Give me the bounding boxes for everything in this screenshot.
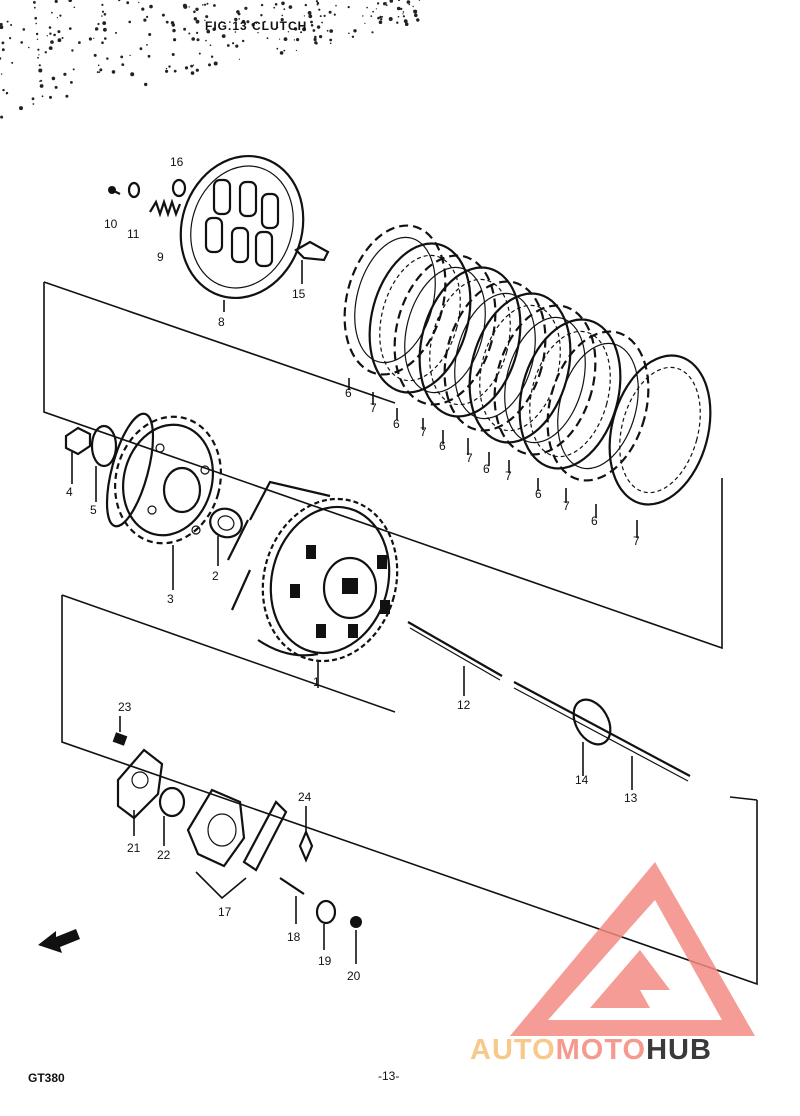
part-label-p7a: 7 (370, 401, 377, 415)
part-label-p18: 18 (287, 930, 301, 944)
page-number: -13- (378, 1069, 399, 1083)
part-label-p10: 10 (104, 217, 118, 231)
pressure-plate (179, 154, 305, 312)
part-label-p17: 17 (218, 905, 232, 919)
part-label-p22: 22 (157, 848, 171, 862)
push-rods (407, 621, 691, 790)
front-arrow-icon (38, 929, 80, 953)
driven-plate-9 (608, 354, 712, 506)
clutch-plates (343, 224, 712, 538)
watermark-text: AUTOMOTOHUB (470, 1034, 712, 1067)
part-label-p7e: 7 (563, 499, 570, 513)
assembly-lines (43, 281, 758, 986)
part-label-p6f: 6 (591, 514, 598, 528)
part-label-p7f: 7 (633, 534, 640, 548)
release-mechanism (112, 716, 362, 964)
part-label-p20: 20 (347, 969, 361, 983)
part-label-p4: 4 (66, 485, 73, 499)
bolt-washer-spring (108, 178, 330, 284)
part-label-p7d: 7 (505, 469, 512, 483)
part-label-p6d: 6 (483, 462, 490, 476)
part-label-p1: 1 (313, 675, 320, 689)
part-label-p12: 12 (457, 698, 471, 712)
watermark-moto: MOTO (555, 1034, 647, 1066)
part-label-p6c: 6 (439, 439, 446, 453)
part-label-p11: 11 (127, 227, 140, 241)
part-label-p23: 23 (118, 700, 132, 714)
driven-plate-1 (368, 242, 472, 394)
scan-noise (0, 0, 420, 119)
part-label-p6a: 6 (345, 386, 352, 400)
part-label-p9: 9 (157, 250, 164, 264)
part-labels: 1234566666677777789101112131415161718192… (66, 155, 640, 983)
nut-lockwasher (64, 424, 118, 502)
drive-plate-4 (443, 280, 547, 432)
drive-plate-8 (546, 330, 650, 482)
drive-plate-6 (493, 304, 597, 456)
model-code: GT380 (28, 1071, 65, 1085)
clutch-hub (105, 412, 222, 590)
part-label-p19: 19 (318, 954, 332, 968)
part-label-p7c: 7 (466, 451, 473, 465)
part-label-p6e: 6 (535, 487, 542, 501)
part-label-p15: 15 (292, 287, 306, 301)
part-label-p13: 13 (624, 791, 638, 805)
part-label-p7b: 7 (420, 425, 427, 439)
part-label-p5: 5 (90, 503, 97, 517)
watermark-auto: AUTO (470, 1034, 556, 1066)
driven-plate-3 (418, 266, 522, 418)
watermark-logo-icon (510, 862, 755, 1036)
part-label-p14: 14 (575, 773, 589, 787)
part-label-p8: 8 (218, 315, 225, 329)
part-label-p3: 3 (167, 592, 174, 606)
thrust-washer (209, 507, 243, 566)
part-label-p24: 24 (298, 790, 312, 804)
watermark-hub: HUB (646, 1034, 712, 1066)
clutch-housing (227, 480, 399, 688)
part-label-p21: 21 (127, 841, 141, 855)
part-label-p16: 16 (170, 155, 184, 169)
part-label-p6b: 6 (393, 417, 400, 431)
page-title: FIG.13 CLUTCH (205, 19, 307, 33)
drive-plate-2 (393, 254, 497, 406)
part-label-p2: 2 (212, 569, 219, 583)
